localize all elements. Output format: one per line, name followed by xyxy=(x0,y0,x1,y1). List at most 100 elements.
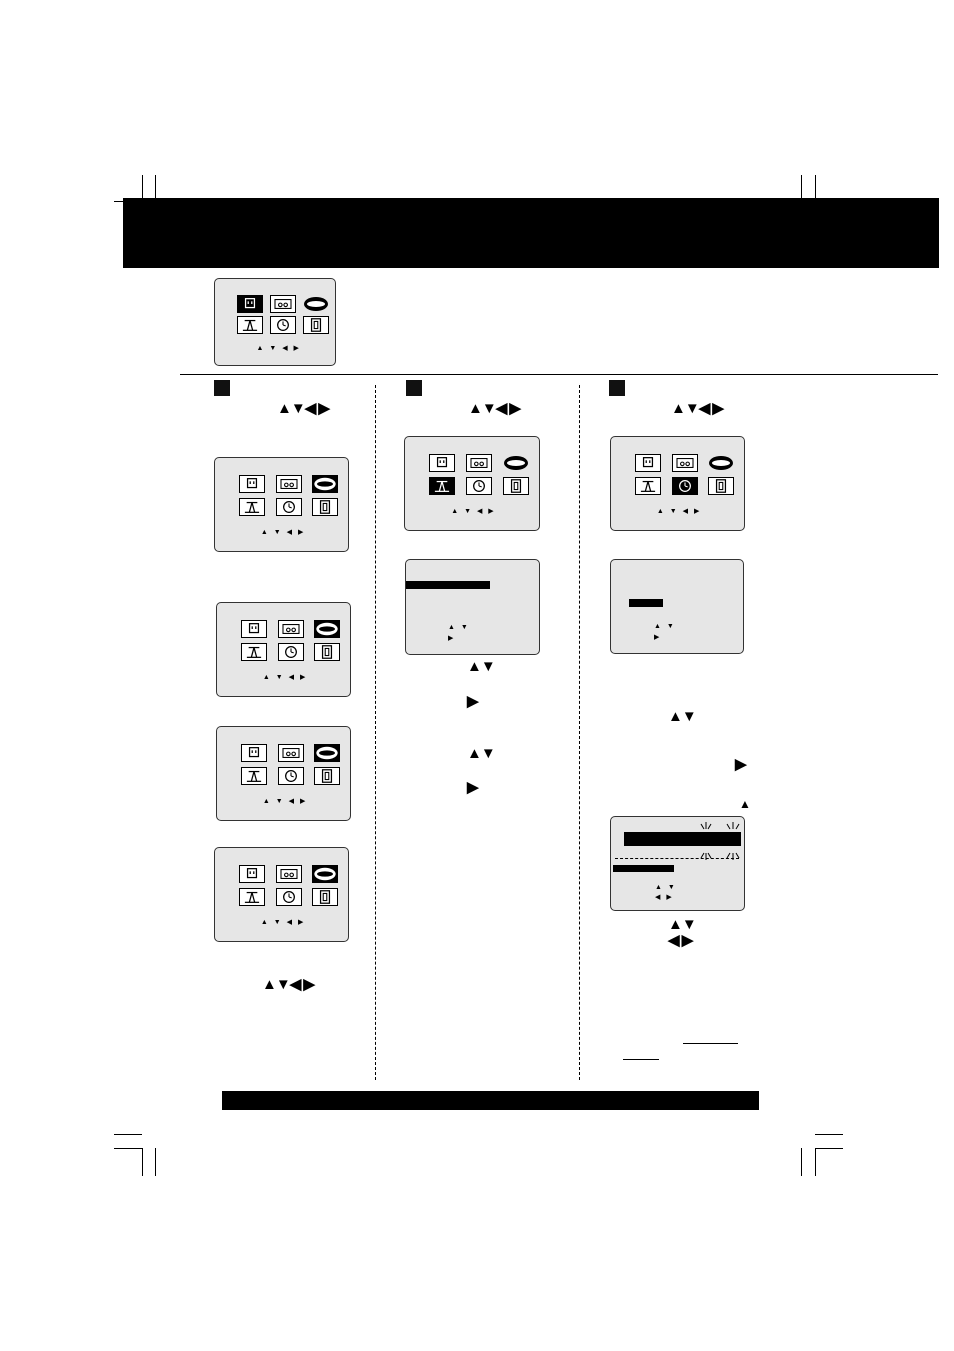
disc-icon[interactable] xyxy=(503,454,529,472)
step-marker xyxy=(214,380,230,396)
highlight-bar xyxy=(406,581,490,589)
nav-hint: ▲ ▼ ◀ ▶ xyxy=(260,529,306,537)
door-icon[interactable] xyxy=(314,766,341,785)
power-plug-icon[interactable] xyxy=(241,744,268,763)
blink-marks xyxy=(700,822,740,860)
clock-icon[interactable] xyxy=(275,497,302,516)
left-right-arrows: ◀ ▶ xyxy=(668,932,693,949)
nav-hint: ◀ ▶ xyxy=(655,894,674,901)
nav-hint: ▲ ▼ xyxy=(448,624,470,631)
disc-icon[interactable] xyxy=(314,620,341,639)
antenna-icon[interactable] xyxy=(429,476,456,495)
antenna-icon[interactable] xyxy=(241,642,268,661)
right-arrow: ▶ xyxy=(467,693,479,710)
clock-icon[interactable] xyxy=(269,315,296,334)
crop-mark xyxy=(815,1148,816,1176)
antenna-icon[interactable] xyxy=(635,476,662,495)
nav-hint: ▲ ▼ xyxy=(654,623,676,630)
crop-mark xyxy=(801,1148,802,1176)
four-way-arrows: ▲▼◀ ▶ xyxy=(262,976,315,993)
dashed-separator xyxy=(615,858,739,859)
door-icon[interactable] xyxy=(314,642,341,661)
crop-mark xyxy=(155,1148,156,1176)
header-band xyxy=(123,198,939,268)
nav-hint: ▲ ▼ ◀ ▶ xyxy=(262,798,308,806)
menu-screen-icons: ▲ ▼ ◀ ▶ xyxy=(214,847,349,942)
power-plug-icon[interactable] xyxy=(635,454,662,473)
menu-screen-list: ▲ ▼ ▶ xyxy=(610,559,744,654)
nav-hint: ▲ ▼ ◀ ▶ xyxy=(262,674,308,682)
crop-mark xyxy=(815,1148,843,1149)
up-down-arrows: ▲▼ xyxy=(668,708,697,725)
step-marker xyxy=(609,380,625,396)
highlight-bar xyxy=(613,865,674,872)
disc-icon[interactable] xyxy=(303,295,329,313)
crop-mark xyxy=(801,175,802,203)
cassette-icon[interactable] xyxy=(277,744,304,763)
antenna-icon[interactable] xyxy=(241,766,268,785)
door-icon[interactable] xyxy=(302,315,329,334)
menu-screen-icons: ▲ ▼ ◀ ▶ xyxy=(216,602,351,697)
nav-hint: ▲ ▼ ◀ ▶ xyxy=(260,919,306,927)
four-way-arrows: ▲▼◀ ▶ xyxy=(671,400,724,417)
step-marker xyxy=(406,380,422,396)
nav-hint: ▲ ▼ ◀ ▶ xyxy=(656,508,702,516)
power-plug-icon[interactable] xyxy=(239,475,266,494)
four-way-arrows: ▲▼◀ ▶ xyxy=(468,400,521,417)
up-down-arrows: ▲▼ xyxy=(668,916,697,933)
up-down-arrows: ▲▼ xyxy=(467,658,496,675)
cassette-icon[interactable] xyxy=(269,294,296,313)
antenna-icon[interactable] xyxy=(239,497,266,516)
power-plug-icon[interactable] xyxy=(236,294,263,313)
section-divider xyxy=(180,374,938,375)
nav-hint: ▶ xyxy=(448,635,456,642)
antenna-icon[interactable] xyxy=(239,887,266,906)
footer-band xyxy=(222,1091,759,1110)
column-divider xyxy=(375,385,376,1080)
disc-icon[interactable] xyxy=(312,475,339,494)
column-divider xyxy=(579,385,580,1080)
crop-mark xyxy=(815,1134,843,1135)
clock-icon[interactable] xyxy=(671,476,698,495)
menu-screen-list: ▲ ▼ ▶ xyxy=(405,559,540,655)
highlight-bar xyxy=(624,832,741,846)
cassette-icon[interactable] xyxy=(671,454,698,473)
menu-screen-list: ▲ ▼ ◀ ▶ xyxy=(610,816,745,911)
clock-icon[interactable] xyxy=(277,766,304,785)
menu-screen-icons: ▲ ▼ ◀ ▶ xyxy=(214,457,349,552)
cassette-icon[interactable] xyxy=(275,475,302,494)
crop-mark xyxy=(114,1148,142,1149)
clock-icon[interactable] xyxy=(277,642,304,661)
door-icon[interactable] xyxy=(312,887,339,906)
right-arrow: ▶ xyxy=(735,756,747,773)
power-plug-icon[interactable] xyxy=(429,454,456,473)
antenna-icon[interactable] xyxy=(236,315,263,334)
nav-hint: ▲ ▼ ◀ ▶ xyxy=(256,345,301,353)
right-arrow: ▶ xyxy=(467,779,479,796)
power-plug-icon[interactable] xyxy=(239,865,266,884)
cassette-icon[interactable] xyxy=(466,454,493,473)
menu-screen-icons: ▲ ▼ ◀ ▶ xyxy=(404,436,540,531)
door-icon[interactable] xyxy=(502,476,529,495)
cassette-icon[interactable] xyxy=(277,620,304,639)
disc-icon[interactable] xyxy=(708,454,734,472)
cassette-icon[interactable] xyxy=(275,865,302,884)
menu-screen-icons: ▲ ▼ ◀ ▶ xyxy=(216,726,351,821)
nav-hint: ▶ xyxy=(654,634,662,641)
underline-mark xyxy=(623,1059,659,1060)
clock-icon[interactable] xyxy=(466,476,493,495)
power-plug-icon[interactable] xyxy=(241,620,268,639)
underline-mark xyxy=(683,1043,738,1044)
disc-icon[interactable] xyxy=(312,865,339,884)
door-icon[interactable] xyxy=(312,497,339,516)
crop-mark xyxy=(142,1148,143,1176)
crop-mark xyxy=(114,1134,142,1135)
four-way-arrows: ▲▼◀ ▶ xyxy=(277,400,330,417)
nav-hint: ▲ ▼ ◀ ▶ xyxy=(451,508,496,516)
disc-icon[interactable] xyxy=(314,744,341,763)
nav-hint: ▲ ▼ xyxy=(655,884,677,891)
door-icon[interactable] xyxy=(708,476,735,495)
clock-icon[interactable] xyxy=(275,887,302,906)
menu-screen-icons: ▲ ▼ ◀ ▶ xyxy=(214,278,336,366)
menu-screen-icons: ▲ ▼ ◀ ▶ xyxy=(610,436,745,531)
